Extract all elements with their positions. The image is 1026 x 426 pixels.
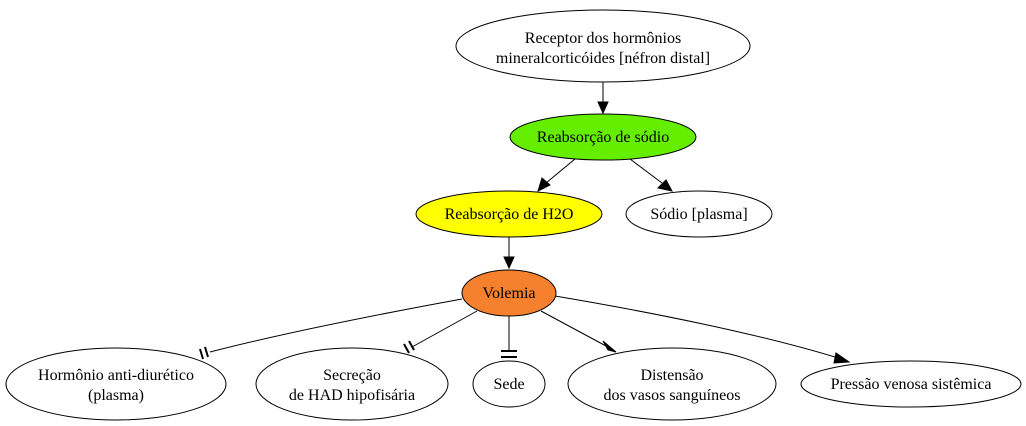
edge-volemia-to-pressao — [554, 295, 851, 364]
node-sede-shape — [472, 360, 546, 408]
node-secrecao-had-shape — [255, 347, 449, 421]
node-secrecao-had-label-line1: Secreção — [323, 367, 381, 384]
node-reabsorcao-sodio-label: Reabsorção de sódio — [537, 129, 669, 146]
node-distensao: Distensão dos vasos sanguíneos — [567, 347, 777, 421]
node-hormonio-antidiuretico-label-line1: Hormônio anti-diurético — [38, 367, 194, 384]
edge-reabsorcao-sodio-to-reabsorcao-h2o — [537, 158, 576, 192]
node-pressao: Pressão venosa sistêmica — [800, 360, 1022, 408]
node-hormonio-antidiuretico-shape — [5, 347, 227, 421]
node-distensao-label-line2: dos vasos sanguíneos — [604, 387, 741, 404]
node-distensao-shape — [567, 347, 777, 421]
edge-volemia-inhibits-hormonio — [199, 298, 463, 360]
edge-reabsorcao-sodio-to-sodio-plasma — [629, 158, 673, 192]
node-reabsorcao-h2o-label: Reabsorção de H2O — [445, 206, 574, 223]
edge-volemia-to-distensao — [540, 310, 617, 353]
node-hormonio-antidiuretico-label-line2: (plasma) — [88, 387, 144, 404]
node-reabsorcao-sodio-shape — [509, 113, 697, 161]
node-reabsorcao-h2o-shape — [415, 190, 603, 238]
node-receptor-label-line1: Receptor dos hormônios — [525, 30, 681, 47]
node-receptor: Receptor dos hormônios mineralcorticóide… — [455, 9, 751, 83]
node-sodio-plasma-label: Sódio [plasma] — [650, 206, 747, 223]
node-volemia: Volemia — [461, 269, 557, 317]
node-pressao-label: Pressão venosa sistêmica — [831, 376, 992, 393]
edge-reabsorcao-h2o-to-volemia — [503, 236, 515, 270]
node-receptor-shape — [455, 9, 751, 83]
node-receptor-label-line2: mineralcorticóides [néfron distal] — [496, 50, 710, 67]
node-hormonio-antidiuretico: Hormônio anti-diurético (plasma) — [5, 347, 227, 421]
edge-receptor-to-reabsorcao-sodio — [597, 82, 609, 115]
edge-volemia-inhibits-secrecao — [403, 310, 478, 354]
node-sodio-plasma: Sódio [plasma] — [625, 190, 773, 238]
node-sede: Sede — [472, 360, 546, 408]
node-volemia-label: Volemia — [482, 285, 535, 302]
node-volemia-shape — [461, 269, 557, 317]
node-sodio-plasma-shape — [625, 190, 773, 238]
node-reabsorcao-h2o: Reabsorção de H2O — [415, 190, 603, 238]
edges — [199, 82, 851, 364]
node-reabsorcao-sodio: Reabsorção de sódio — [509, 113, 697, 161]
node-distensao-label-line1: Distensão — [640, 367, 703, 384]
node-secrecao-had: Secreção de HAD hipofisária — [255, 347, 449, 421]
node-pressao-shape — [800, 360, 1022, 408]
node-sede-label: Sede — [493, 376, 524, 393]
edge-volemia-inhibits-sede — [501, 316, 517, 358]
node-secrecao-had-label-line2: de HAD hipofisária — [289, 387, 415, 404]
